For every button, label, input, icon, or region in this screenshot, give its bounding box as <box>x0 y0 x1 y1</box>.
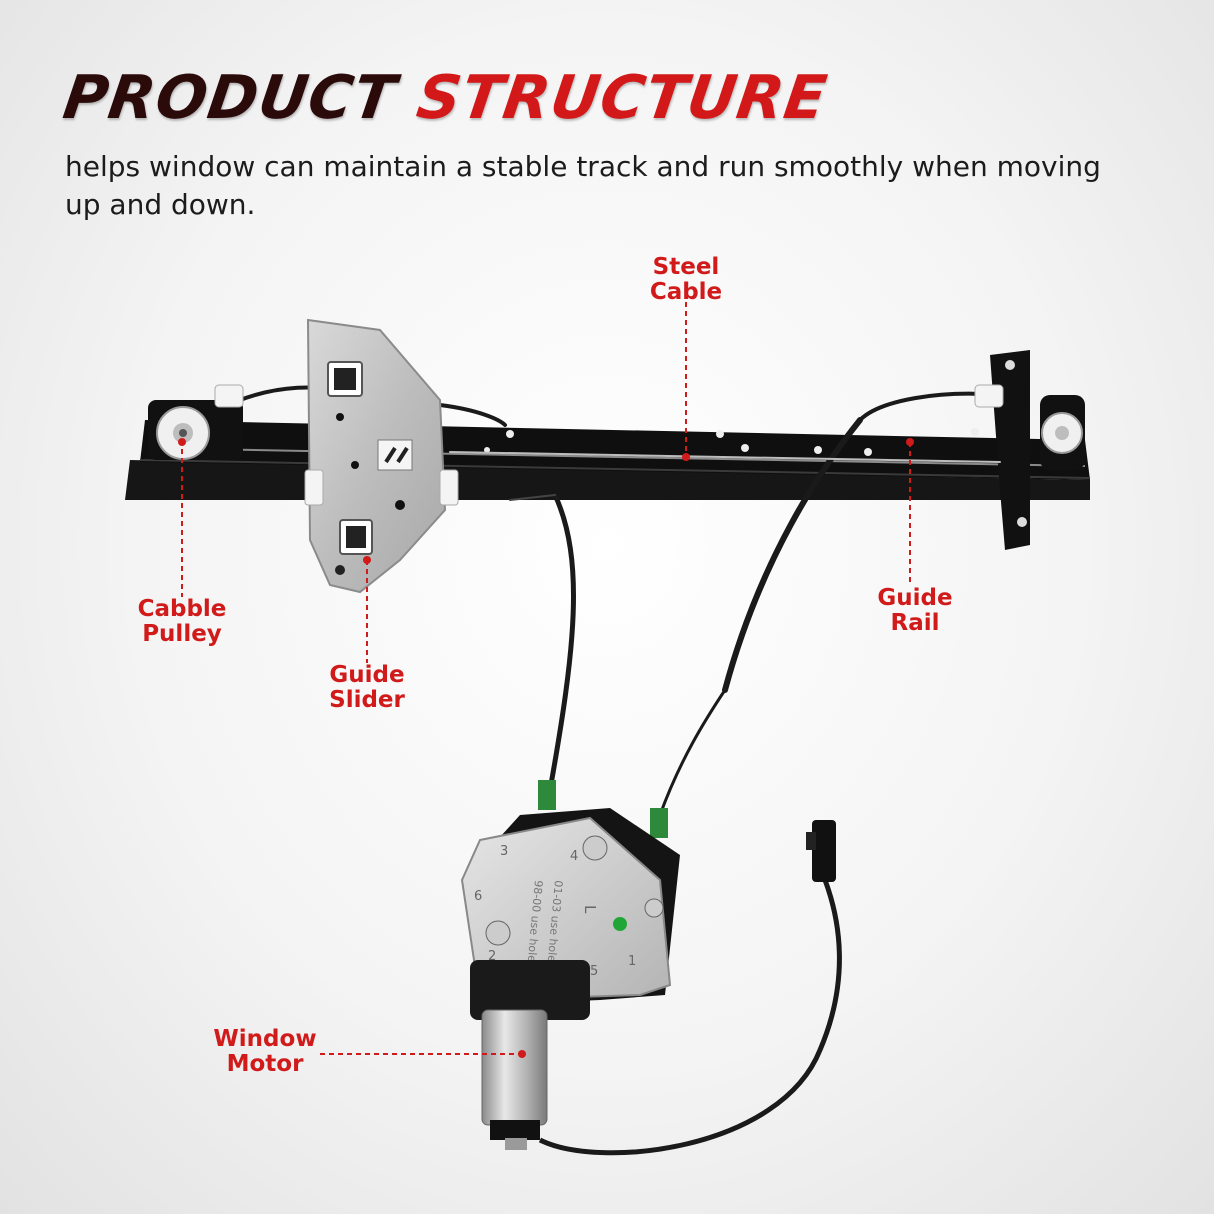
svg-text:6: 6 <box>474 889 482 904</box>
svg-text:5: 5 <box>590 964 598 979</box>
steel-cable <box>238 385 1002 817</box>
svg-text:3: 3 <box>500 844 508 859</box>
callout-dots <box>178 438 914 1058</box>
plate-side-mark: L <box>581 905 599 914</box>
guide-rail <box>125 350 1091 550</box>
label-cable-pulley: Cabble Pulley <box>137 596 227 647</box>
svg-text:2: 2 <box>488 949 496 964</box>
page-subtitle: helps window can maintain a stable track… <box>65 150 1101 221</box>
label-steel-cable: Steel Cable <box>649 254 723 305</box>
right-pulley <box>974 384 1085 470</box>
label-window-motor: Window Motor <box>213 1026 317 1077</box>
callout-leaders <box>181 302 911 1055</box>
svg-text:1: 1 <box>628 954 636 969</box>
svg-text:4: 4 <box>570 849 578 864</box>
window-motor-assembly: 3 4 6 2 5 1 L 98-00 use holes 1,2,3 01-0… <box>460 780 842 1156</box>
label-guide-slider: Guide Slider <box>329 662 405 713</box>
guide-slider <box>304 318 459 594</box>
label-guide-rail: Guide Rail <box>877 585 953 636</box>
cable-pulley <box>148 384 244 460</box>
